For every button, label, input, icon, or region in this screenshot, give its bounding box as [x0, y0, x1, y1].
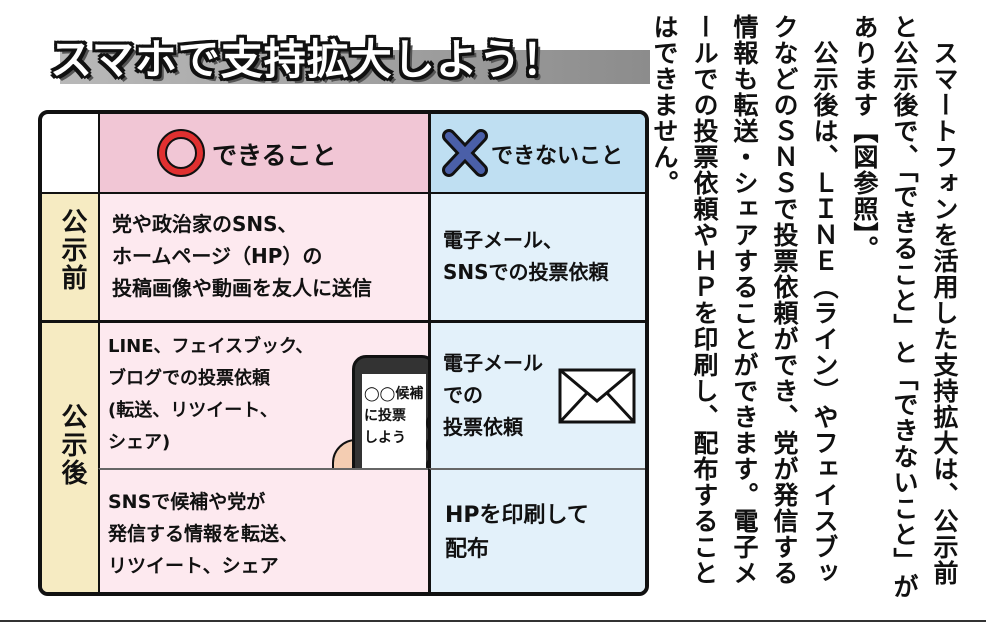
phone-message-line: ◯◯候補	[364, 386, 424, 402]
phone-message-line: しよう	[364, 430, 406, 446]
cannot-after-cell-2: HPを印刷して 配布	[428, 468, 645, 592]
cannot-before-line: 電子メール、	[443, 228, 563, 252]
cannot-after-1-line: での	[443, 383, 483, 407]
can-after-1-line: ブログでの投票依頼	[108, 368, 270, 389]
circle-icon	[157, 129, 205, 177]
cannot-after-1-line: 投票依頼	[443, 415, 523, 439]
can-before-cell: 党や政治家のSNS、 ホームページ（HP）の 投稿画像や動画を友人に送信	[98, 192, 428, 320]
header-can: できること	[98, 114, 428, 192]
cannot-after-1-line: 電子メール	[443, 351, 543, 375]
can-after-cell-2: SNSで候補や党が 発信する情報を転送、 リツイート、シェア	[98, 468, 428, 592]
can-after-1-line: シェア)	[108, 432, 171, 453]
article-paragraph: スマートフォンを活用した支持拡大は、公示前と公示後で、「できること」と「できない…	[850, 14, 959, 600]
row-after-label: 公示後	[57, 403, 87, 487]
rules-table: できること できないこと 公示前 公示後 党や政治家のSNS、 ホームページ（H…	[38, 110, 649, 596]
cross-icon	[442, 129, 488, 177]
title-shadow-bar	[60, 50, 650, 84]
bottom-divider	[0, 620, 986, 622]
can-after-1-line: LINE、フェイスブック、	[108, 336, 314, 357]
row-after-label-cell: 公示後	[42, 320, 98, 592]
envelope-icon	[558, 368, 636, 424]
cannot-before-line: SNSでの投票依頼	[443, 260, 609, 284]
cannot-after-2-line: 配布	[445, 537, 490, 562]
can-after-2-line: SNSで候補や党が	[108, 491, 266, 513]
row-before-label: 公示前	[57, 208, 87, 292]
can-after-2-line: リツイート、シェア	[108, 555, 279, 577]
can-after-2-line: 発信する情報を転送、	[108, 523, 299, 545]
cannot-after-2-line: HPを印刷して	[445, 503, 589, 528]
header-cannot-label: できないこと	[491, 144, 624, 169]
cannot-after-cell-1: 電子メール での 投票依頼	[428, 320, 645, 468]
can-after-cell-1: LINE、フェイスブック、 ブログでの投票依頼 (転送、リツイート、 シェア) …	[98, 320, 454, 527]
page-title: スマホで支持拡大しよう！	[50, 35, 565, 84]
row-before-label-cell: 公示前	[42, 192, 98, 320]
article-paragraph: 公示後は、ＬＩＮＥ（ライン）やフェイスブックなどのＳＮＳで投票依頼ができ、党が発…	[650, 14, 839, 586]
can-before-line: ホームページ（HP）の	[112, 244, 323, 268]
can-after-1-line: (転送、リツイート、	[108, 400, 278, 421]
phone-message-line: に投票	[364, 408, 406, 424]
cannot-before-cell: 電子メール、 SNSでの投票依頼	[428, 192, 645, 320]
article-text: スマートフォンを活用した支持拡大は、公示前と公示後で、「できること」と「できない…	[644, 14, 964, 604]
can-before-line: 党や政治家のSNS、	[112, 212, 298, 236]
header-cannot: できないこと	[428, 114, 645, 192]
can-before-line: 投稿画像や動画を友人に送信	[112, 276, 372, 300]
header-can-label: できること	[212, 141, 337, 170]
title-banner: スマホで支持拡大しよう！	[40, 22, 650, 92]
